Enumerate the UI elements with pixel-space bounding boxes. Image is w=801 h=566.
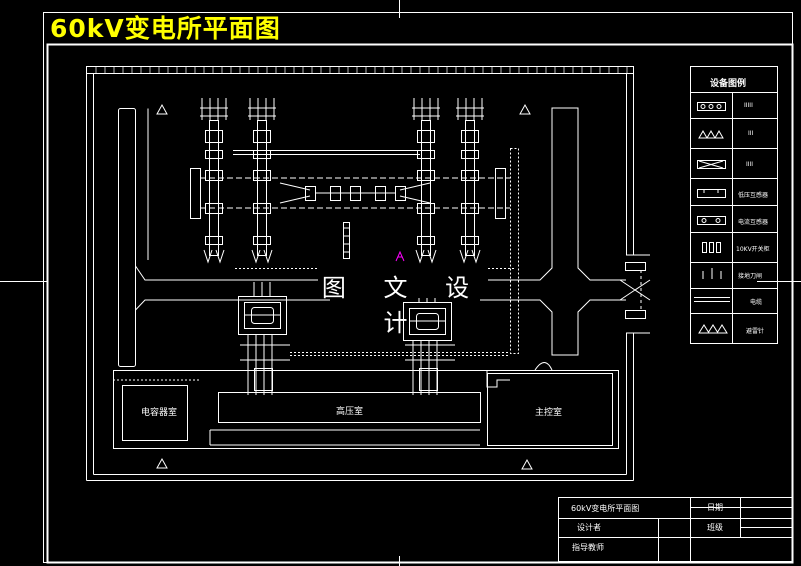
legend-text-7: 电缆 — [750, 299, 763, 306]
incoming-bays — [200, 98, 484, 264]
bay-1 — [248, 98, 276, 264]
breaker — [417, 170, 435, 181]
gantry-column — [257, 120, 267, 256]
disconnector — [205, 130, 223, 143]
gantry-column — [421, 120, 431, 256]
gantry-column — [465, 120, 475, 256]
switchyard — [190, 148, 519, 356]
watermark: 图 文 设 计 — [318, 268, 488, 337]
title-block-designer-label: 设计者 — [577, 523, 601, 532]
disconnector — [417, 130, 435, 143]
lightning-rods — [156, 103, 533, 470]
lightning-rod-icon — [521, 458, 533, 470]
breaker — [417, 203, 435, 214]
title-block-class-label: 班级 — [707, 523, 723, 532]
disconnector — [253, 130, 271, 143]
crossbar — [248, 107, 276, 117]
title-block-drawing-name: 60kV变电所平面图 — [571, 504, 640, 513]
arrester — [415, 249, 437, 264]
legend-text-8: 避雷针 — [746, 328, 765, 335]
fence-ticks — [95, 67, 628, 73]
disconnector — [461, 130, 479, 143]
legend-text-6: 接地刀闸 — [738, 273, 763, 280]
lightning-rod-icon — [156, 103, 168, 115]
current-transformer — [205, 236, 223, 245]
legend-heading: 设备图例 — [710, 79, 747, 89]
current-transformer — [417, 150, 435, 159]
title-block-date-label: 日期 — [707, 503, 723, 512]
current-transformer — [253, 150, 271, 159]
drawing-title: 60kV变电所平面图 — [50, 14, 281, 43]
inner-frame — [46, 43, 794, 564]
arrester — [203, 249, 225, 264]
breaker — [461, 203, 479, 214]
crossbar — [456, 107, 484, 117]
title-block-advisor-label: 指导教师 — [572, 543, 604, 552]
legend-text-1: III — [748, 130, 754, 137]
gantry-column — [209, 120, 219, 256]
current-transformer — [253, 236, 271, 245]
site-fence — [86, 66, 634, 481]
arrester — [459, 249, 481, 264]
legend-box — [690, 66, 778, 344]
lightning-rod-icon — [519, 103, 531, 115]
main-gate — [619, 262, 651, 319]
current-transformer — [461, 150, 479, 159]
crossbar — [200, 107, 228, 117]
breaker — [253, 170, 271, 181]
room-label-control: 主控室 — [535, 408, 563, 418]
current-transformer — [417, 236, 435, 245]
title-block — [558, 497, 793, 562]
incoming-conductor — [249, 98, 275, 120]
bay-2 — [412, 98, 440, 264]
current-transformer — [205, 150, 223, 159]
bay-0 — [200, 98, 228, 264]
legend-text-3: 低压互感器 — [738, 192, 769, 199]
building-outline — [113, 362, 619, 449]
legend-text-0: IIIII — [744, 102, 753, 109]
room-label-high-voltage: 高压室 — [336, 407, 364, 417]
breaker — [253, 203, 271, 214]
lightning-rod-icon — [156, 457, 168, 469]
road — [118, 107, 650, 367]
breaker — [205, 203, 223, 214]
legend-text-2: IIII — [746, 161, 754, 168]
breaker — [461, 170, 479, 181]
legend-text-4: 电流互感器 — [738, 219, 769, 226]
current-transformer — [461, 236, 479, 245]
legend-text-5: 10KV开关柜 — [736, 246, 770, 253]
incoming-conductor — [413, 98, 439, 120]
transformer-cables — [240, 335, 455, 395]
breaker — [205, 170, 223, 181]
transformer-right — [403, 296, 452, 341]
room-label-capacitor: 电容器室 — [141, 408, 178, 418]
bay-3 — [456, 98, 484, 264]
incoming-conductor — [457, 98, 483, 120]
transformer-left — [238, 282, 287, 335]
crossbar — [412, 107, 440, 117]
arrester — [251, 249, 273, 264]
incoming-conductor — [201, 98, 227, 120]
north-marker — [395, 250, 405, 262]
